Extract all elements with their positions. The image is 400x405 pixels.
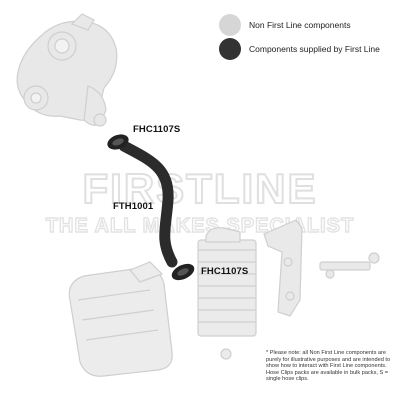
part-label-clip-bottom: FHC1107S [201,266,249,277]
legend-grey-swatch [219,14,241,36]
legend-non-first-line: Non First Line components [219,14,351,36]
hose-clip-top-part [107,134,129,150]
footnote-text: * Please note: all Non First Line compon… [266,350,391,383]
turbo-hose-part [118,140,178,268]
legend-first-line-label: Components supplied by First Line [249,44,380,54]
firstline-watermark: FIRSTLINE THE ALL MAKES SPECIALIST [45,164,354,238]
bracket-illustration [263,219,380,317]
legend-first-line: Components supplied by First Line [219,38,380,60]
intercooler-illustration [197,227,257,360]
turbocharger-illustration [16,13,118,127]
part-label-hose: FTH1001 [113,201,154,212]
hose-clip-bottom-part [171,263,195,281]
legend-non-first-line-label: Non First Line components [249,20,351,30]
legend-dark-swatch [219,38,241,60]
watermark-tagline: THE ALL MAKES SPECIALIST [46,215,354,237]
part-label-clip-top: FHC1107S [133,124,181,135]
watermark-brand: FIRSTLINE [83,165,318,212]
air-box-illustration [68,261,173,377]
